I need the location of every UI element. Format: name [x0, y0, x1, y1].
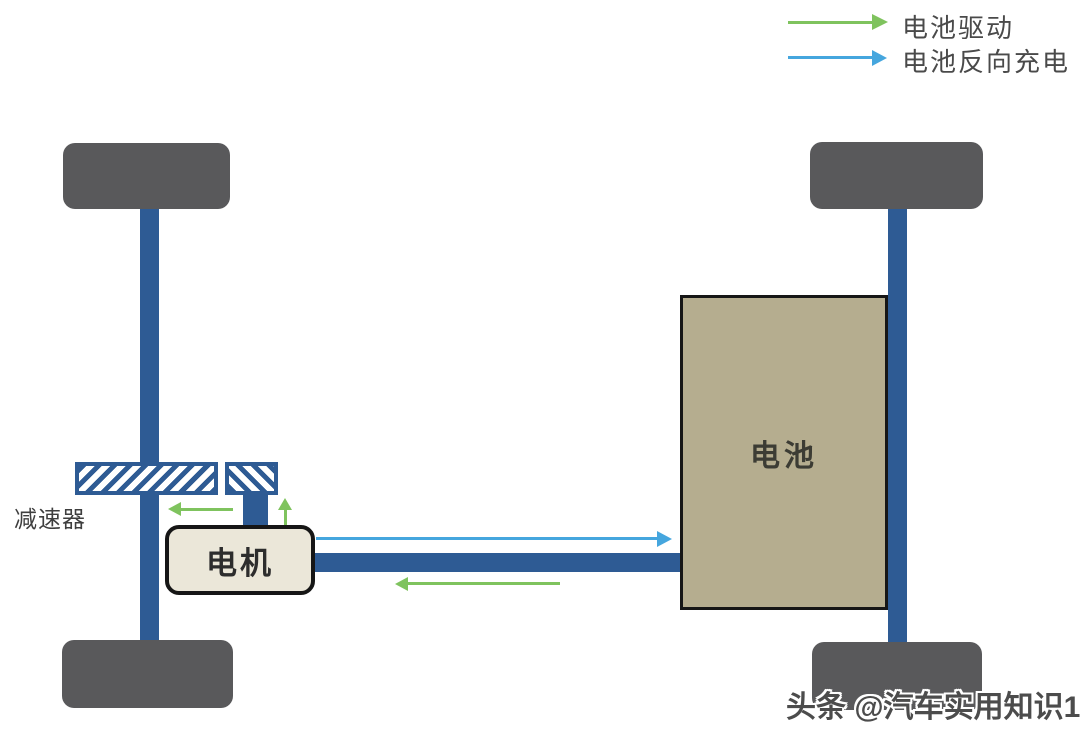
axle-left [140, 190, 159, 660]
legend-label-battery-drive: 电池驱动 [902, 13, 1015, 43]
wheel-bottom-right [812, 642, 982, 710]
wheel-top-left [63, 143, 230, 209]
motor-output-shaft [243, 492, 268, 527]
wheel-top-right [810, 142, 983, 209]
battery-box: 电池 [680, 295, 888, 610]
axle-right [888, 190, 907, 662]
legend-label-battery-reverse-charge: 电池反向充电 [902, 47, 1071, 77]
motor-label: 电机 [206, 545, 274, 581]
battery-label: 电池 [750, 439, 818, 473]
reducer-label: 减速器 [14, 506, 86, 532]
watermark-text: 头条 @汽车实用知识1 [786, 691, 1080, 724]
reducer-gear-main [75, 462, 218, 495]
driveshaft-motor-to-battery [300, 553, 688, 572]
motor-box: 电机 [165, 525, 315, 595]
reducer-gear-pinion [225, 462, 278, 495]
wheel-bottom-left [62, 640, 233, 708]
